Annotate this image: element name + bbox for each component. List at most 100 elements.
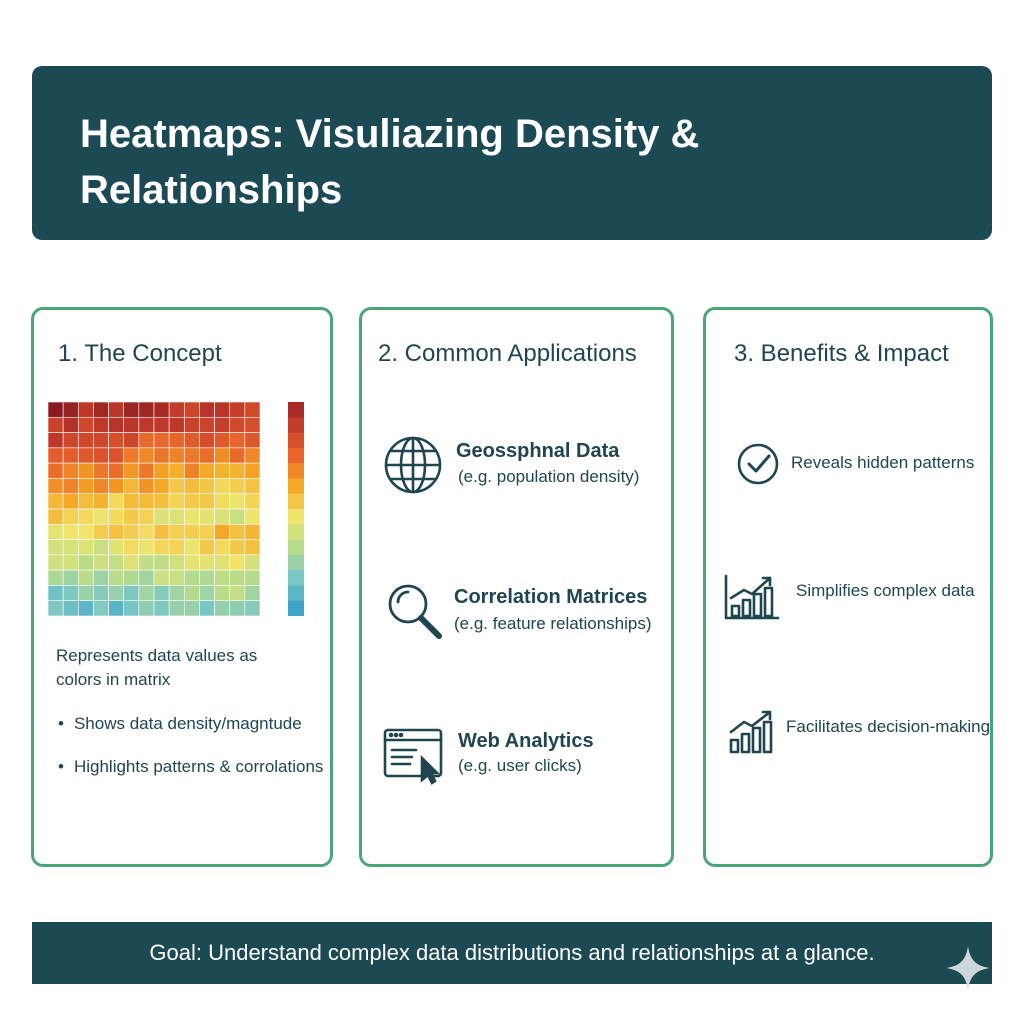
heatmap-matrix	[48, 402, 260, 616]
heatmap-cell	[244, 569, 260, 586]
heatmap-cell	[229, 569, 246, 586]
heatmap-cell	[138, 493, 155, 510]
heatmap-cell	[214, 402, 231, 418]
heatmap-cell	[183, 447, 200, 464]
color-scale-step	[288, 509, 304, 525]
heatmap-cell	[123, 569, 140, 586]
benefits-card: 3. Benefits & Impact Reveals hidden patt…	[703, 307, 993, 867]
heatmap-cell	[153, 416, 170, 433]
heatmap-cell	[62, 569, 79, 586]
heatmap-cell	[62, 554, 79, 571]
color-scale-step	[288, 554, 304, 571]
concept-bullet: Shows data density/magntude	[58, 714, 302, 734]
heatmap-cell	[214, 554, 231, 571]
heatmap-cell	[229, 402, 246, 418]
heatmap-cell	[123, 493, 140, 510]
heatmap-cell	[153, 402, 170, 418]
heatmap-cell	[123, 462, 140, 479]
heatmap-cell	[77, 493, 94, 510]
heatmap-cell	[48, 554, 64, 571]
heatmap-cell	[153, 432, 170, 449]
heatmap-cell	[62, 493, 79, 510]
heatmap-cell	[48, 432, 64, 449]
application-example: (e.g. user clicks)	[458, 756, 582, 775]
heatmap-cell	[108, 402, 125, 418]
color-scale-step	[288, 402, 304, 418]
heatmap-cell	[168, 523, 185, 540]
heatmap-cell	[168, 478, 185, 495]
heatmap-cell	[214, 493, 231, 510]
heatmap-cell	[229, 493, 246, 510]
heatmap-cell	[123, 585, 140, 602]
color-scale-step	[288, 432, 304, 449]
heatmap-cell	[229, 539, 246, 556]
color-scale-step	[288, 447, 304, 464]
heatmap-cell	[199, 508, 215, 525]
heatmap-cell	[93, 600, 109, 616]
goal-text: Goal: Understand complex data distributi…	[149, 940, 875, 965]
heatmap-cell	[77, 462, 94, 479]
heatmap-cell	[214, 523, 231, 540]
heatmap-cell	[123, 523, 140, 540]
heatmap-cell	[138, 432, 155, 449]
heatmap-cell	[199, 523, 215, 540]
heatmap-cell	[93, 585, 109, 602]
heatmap-cell	[244, 493, 260, 510]
heatmap-cell	[123, 402, 140, 418]
heatmap-cell	[123, 600, 140, 616]
heatmap-cell	[48, 447, 64, 464]
heatmap-cell	[199, 539, 215, 556]
browser-cursor-icon	[383, 728, 443, 785]
application-example: (e.g. feature relationships)	[454, 614, 652, 633]
application-example: (e.g. population density)	[458, 467, 640, 486]
heatmap-cell	[48, 508, 64, 525]
heatmap-cell	[123, 539, 140, 556]
heatmap-cell	[77, 447, 94, 464]
heatmap-cell	[138, 539, 155, 556]
heatmap-cell	[77, 432, 94, 449]
heatmap-cell	[168, 600, 185, 616]
heatmap-cell	[168, 462, 185, 479]
color-scale-step	[288, 539, 304, 556]
heatmap-cell	[199, 493, 215, 510]
color-scale-step	[288, 600, 304, 616]
heatmap-cell	[214, 416, 231, 433]
color-scale-step	[288, 478, 304, 495]
heatmap-cell	[48, 569, 64, 586]
heatmap-cell	[62, 447, 79, 464]
heatmap-cell	[123, 447, 140, 464]
heatmap-cell	[77, 478, 94, 495]
heatmap-cell	[183, 432, 200, 449]
heatmap-cell	[168, 432, 185, 449]
heatmap-cell	[244, 462, 260, 479]
heatmap-cell	[153, 539, 170, 556]
heatmap-cell	[214, 585, 231, 602]
header-banner: Heatmaps: Visuliazing Density & Relation…	[32, 66, 992, 240]
benefit-text: Reveals hidden patterns	[791, 453, 975, 472]
heatmap-cell	[62, 402, 79, 418]
heatmap-cell	[183, 539, 200, 556]
heatmap-cell	[183, 416, 200, 433]
heatmap-cell	[93, 447, 109, 464]
heatmap-cell	[153, 493, 170, 510]
bar-chart-up-icon	[724, 574, 780, 620]
heatmap-cell	[153, 478, 170, 495]
heatmap-cell	[108, 432, 125, 449]
heatmap-cell	[183, 462, 200, 479]
heatmap-cell	[123, 508, 140, 525]
heatmap-cell	[62, 523, 79, 540]
globe-icon	[384, 436, 442, 494]
heatmap-cell	[153, 585, 170, 602]
heatmap-cell	[183, 402, 200, 418]
heatmap-cell	[93, 416, 109, 433]
heatmap-cell	[77, 416, 94, 433]
heatmap-cell	[183, 585, 200, 602]
heatmap-cell	[108, 554, 125, 571]
heatmap-cell	[138, 508, 155, 525]
heatmap-cell	[153, 508, 170, 525]
heatmap-cell	[244, 402, 260, 418]
heatmap-cell	[199, 462, 215, 479]
heatmap-cell	[138, 447, 155, 464]
color-scale-step	[288, 493, 304, 510]
heatmap-cell	[244, 447, 260, 464]
